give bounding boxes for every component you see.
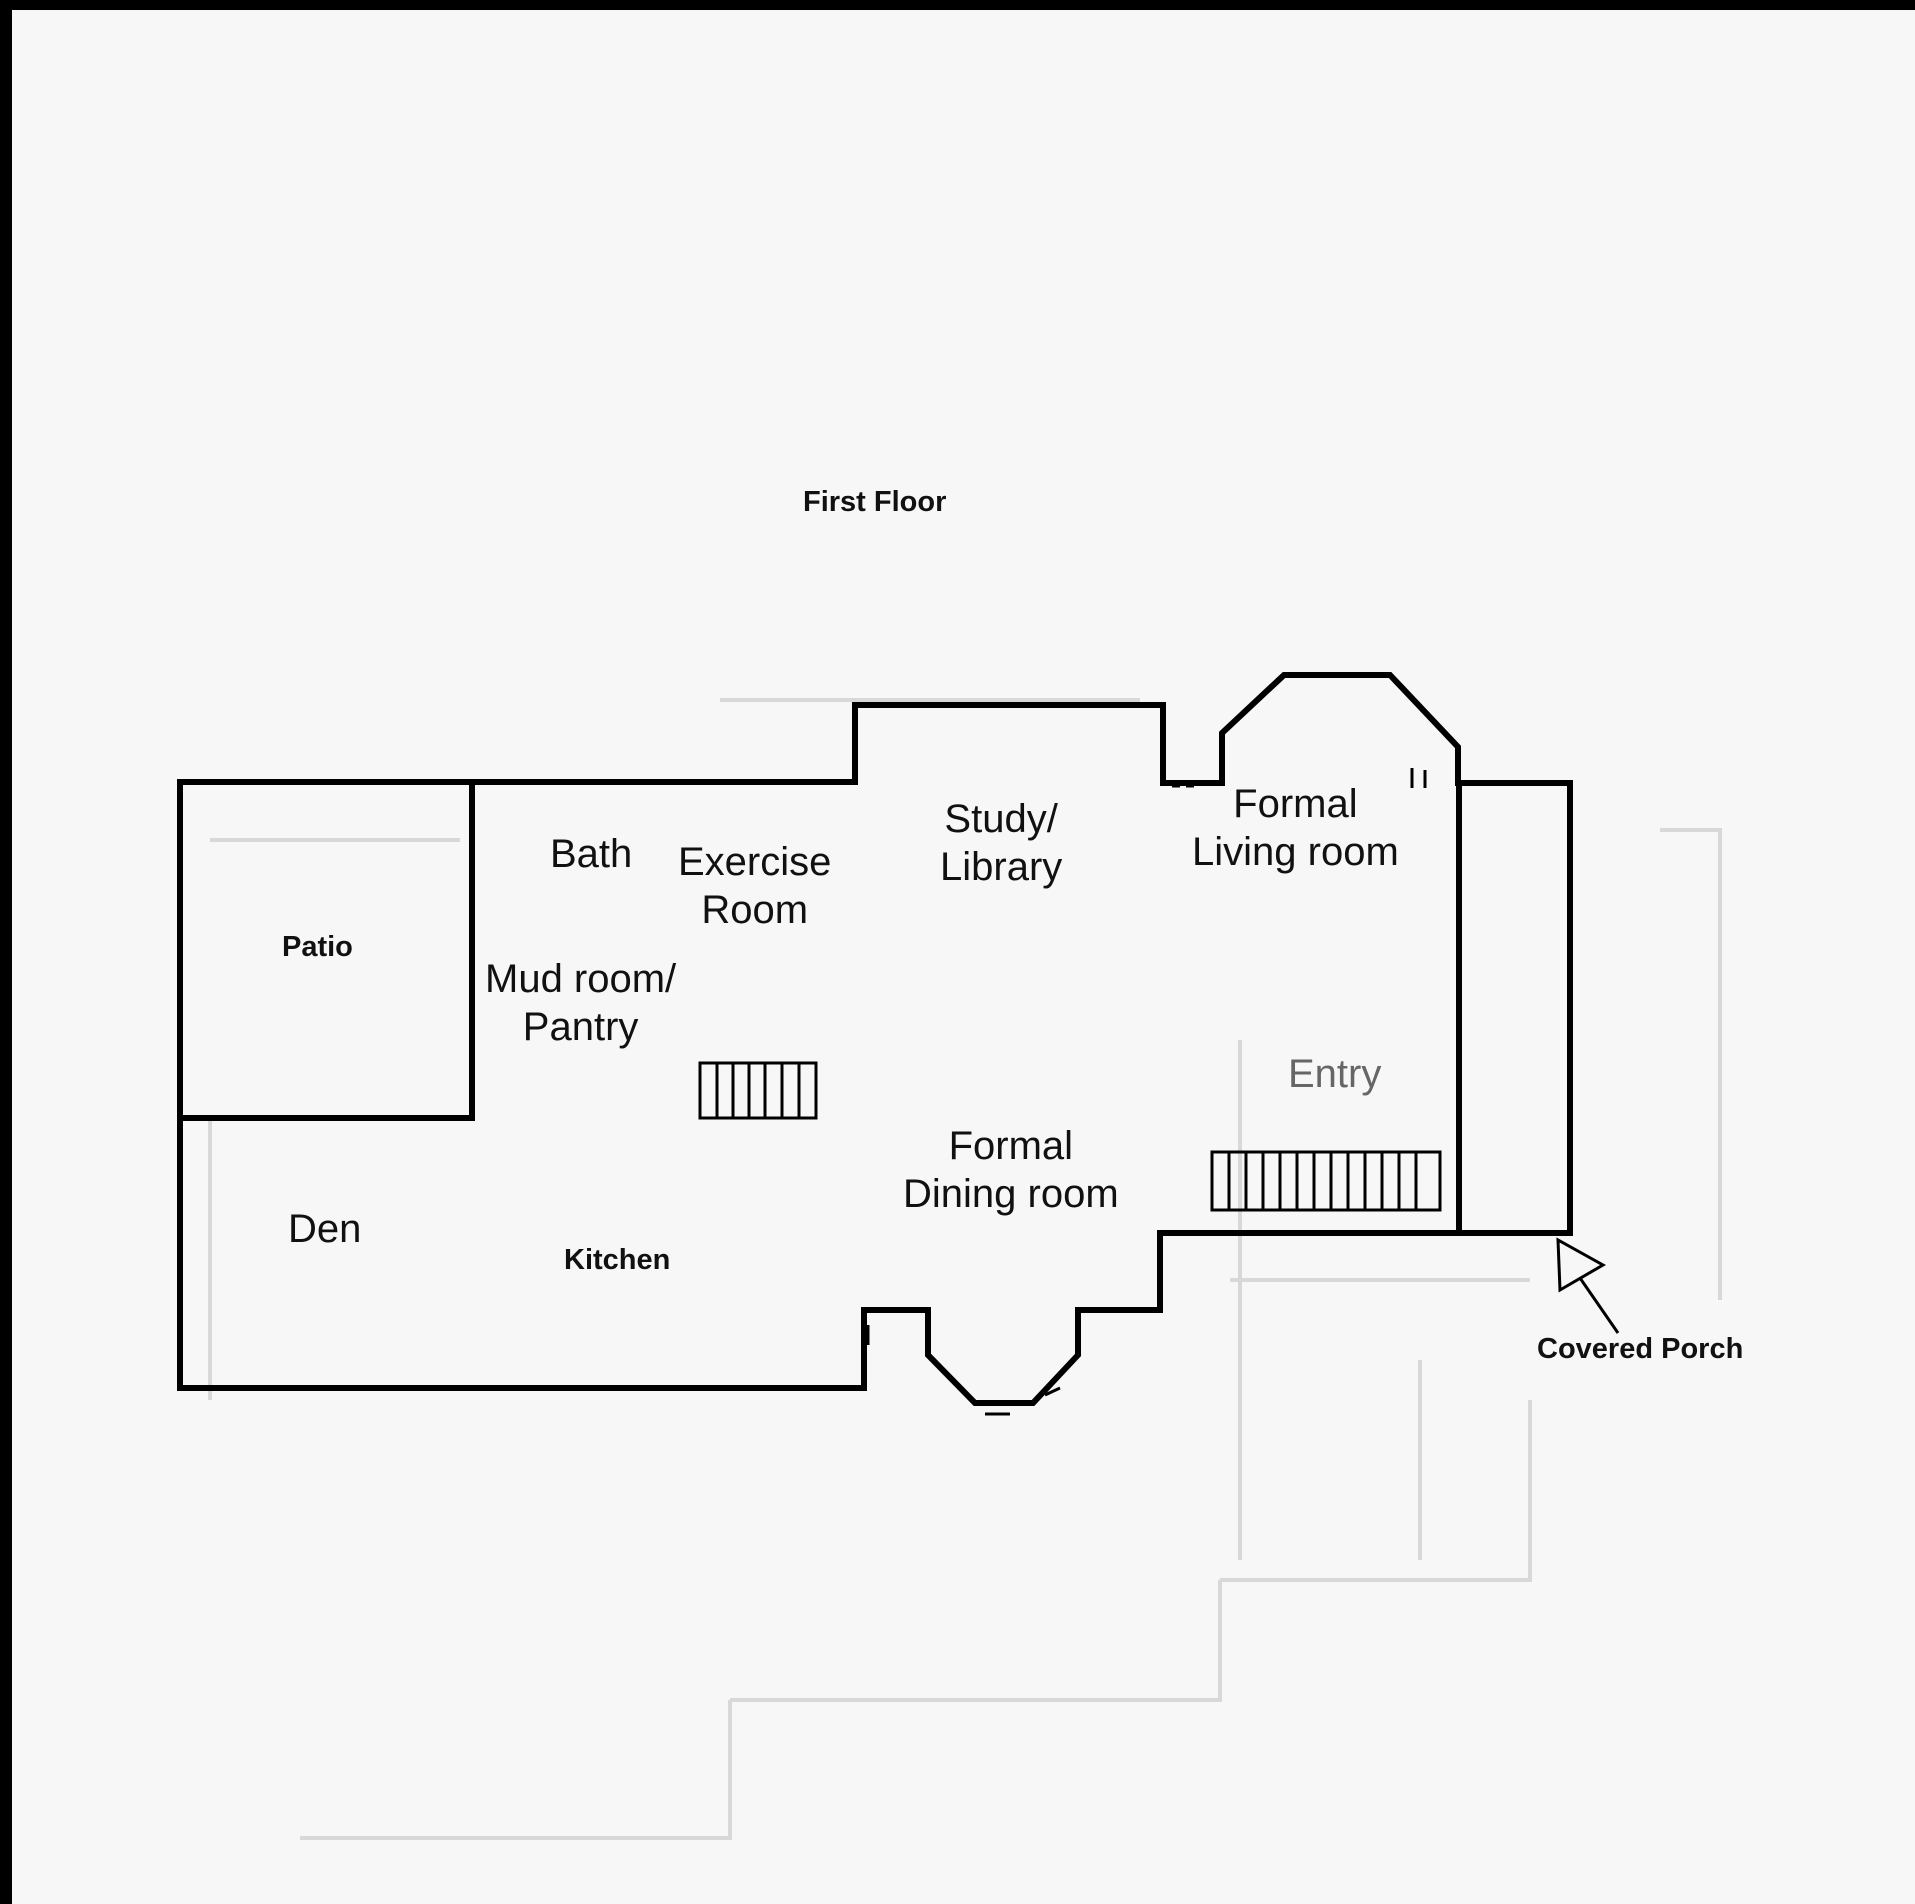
room-label-exercise-line1: Exercise	[678, 840, 832, 884]
room-label-living-line2: Living room	[1192, 830, 1399, 874]
room-label-study-line1: Study/	[944, 797, 1058, 841]
ghost-linework	[208, 698, 1722, 1840]
room-label-study-line2: Library	[940, 845, 1063, 889]
room-label-living-line1: Formal	[1233, 782, 1358, 826]
room-label-kitchen: Kitchen	[564, 1244, 671, 1276]
room-label-bath: Bath	[550, 832, 633, 876]
room-label-patio: Patio	[282, 931, 353, 963]
scan-border-top	[0, 0, 1915, 10]
stair-small	[698, 1061, 818, 1120]
room-label-exercise: Exercise Room	[678, 838, 831, 934]
room-label-study: Study/ Library	[940, 795, 1062, 891]
room-label-mudroom-line2: Pantry	[522, 1005, 639, 1049]
page-title: First Floor	[803, 486, 947, 518]
room-label-dining-line2: Dining room	[903, 1172, 1119, 1216]
room-label-living: Formal Living room	[1192, 780, 1399, 876]
covered-porch-label: Covered Porch	[1537, 1333, 1744, 1365]
room-label-mudroom-line1: Mud room/	[485, 957, 677, 1001]
room-label-exercise-line2: Room	[701, 888, 809, 932]
room-label-den: Den	[288, 1207, 362, 1251]
patio-wall	[177, 779, 475, 1121]
room-label-dining: Formal Dining room	[903, 1122, 1119, 1218]
room-label-mudroom: Mud room/ Pantry	[485, 955, 676, 1051]
stair-main	[1210, 1150, 1442, 1212]
exterior-wall	[177, 672, 1573, 1406]
porch-arrow-icon	[1556, 1237, 1620, 1334]
scan-border-left	[0, 0, 12, 1904]
window-marks	[866, 768, 1427, 1416]
room-label-dining-line1: Formal	[948, 1124, 1074, 1168]
room-label-entry: Entry	[1288, 1052, 1382, 1096]
